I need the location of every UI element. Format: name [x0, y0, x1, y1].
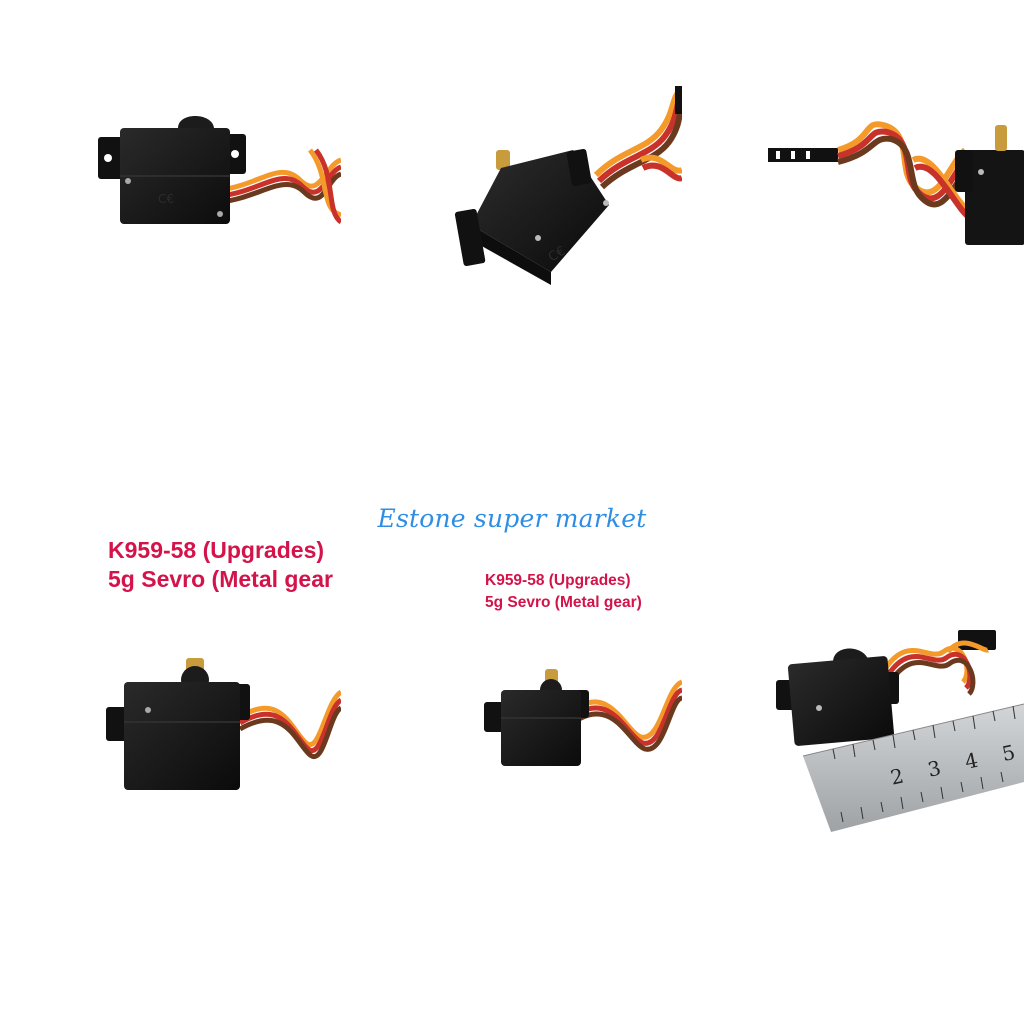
store-watermark: Estone super market	[377, 504, 647, 533]
servo-small-illustration	[484, 669, 682, 766]
ruler-number-4: 4	[963, 748, 980, 774]
servo-side-illustration: C€	[98, 116, 341, 225]
servo-wire-illustration	[768, 121, 1024, 245]
product-caption-small-model: K959-58 (Upgrades)	[485, 572, 631, 589]
product-photo-servo-side: C€	[0, 0, 341, 341]
product-caption-small: K959-58 (Upgrades) 5g Sevro (Metal gear)	[485, 570, 642, 614]
product-caption: K959-58 (Upgrades) 5g Sevro (Metal gear	[108, 536, 333, 594]
product-caption-description: 5g Sevro (Metal gear	[108, 566, 333, 592]
product-caption-model: K959-58 (Upgrades)	[108, 537, 325, 563]
servo-ruler-illustration: 2 3 4 5	[776, 630, 1024, 832]
product-photo-servo-captioned-small: K959-58 (Upgrades) 5g Sevro (Metal gear)	[341, 512, 682, 853]
ruler-number-2: 2	[888, 764, 905, 790]
product-photo-servo-angled: C€	[341, 0, 682, 341]
product-photo-servo-captioned: K959-58 (Upgrades) 5g Sevro (Metal gear	[0, 512, 341, 853]
svg-text:C€: C€	[158, 192, 174, 206]
steel-ruler: 2 3 4 5	[802, 703, 1024, 832]
servo-angled-illustration: C€	[454, 86, 682, 285]
ruler-number-3: 3	[926, 756, 943, 782]
product-photo-servo-with-ruler: 2 3 4 5	[683, 512, 1024, 853]
product-photo-servo-wire	[683, 0, 1024, 341]
product-caption-small-description: 5g Sevro (Metal gear)	[485, 594, 642, 611]
servo-front-illustration	[106, 658, 341, 790]
ruler-number-5: 5	[1000, 740, 1017, 766]
